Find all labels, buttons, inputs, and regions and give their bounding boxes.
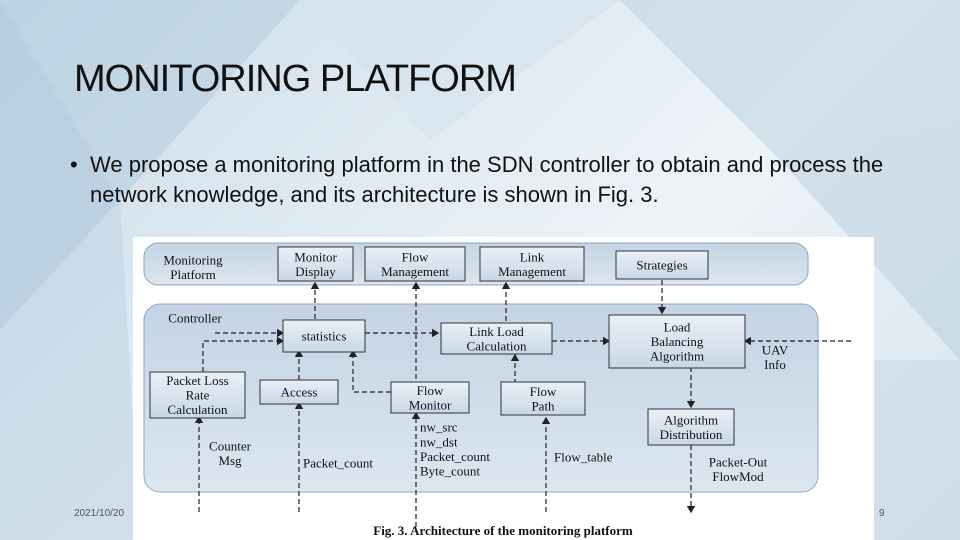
bullet-text: We propose a monitoring platform in the … <box>90 152 884 207</box>
load-balancing-algorithm-box <box>608 314 746 369</box>
flow-management-box <box>364 246 466 282</box>
statistics-label: statistics <box>302 329 347 344</box>
statistics-box <box>282 319 366 353</box>
connector-lines <box>194 280 851 527</box>
figure-caption: Fig. 3. Architecture of the monitoring p… <box>373 523 633 538</box>
packet-count-text: Packet_count <box>303 456 373 471</box>
footer-date: 2021/10/20 <box>74 508 125 519</box>
slide-number: 9 <box>879 508 885 519</box>
bullet-marker: • <box>70 152 78 177</box>
flow-monitor-box <box>390 381 470 414</box>
strategies-label: Strategies <box>636 258 687 273</box>
bullet-point: • We propose a monitoring platform in th… <box>70 150 890 210</box>
controller-title: Controller <box>168 311 222 326</box>
access-label: Access <box>281 385 318 400</box>
strategies-box <box>615 250 709 280</box>
link-management-box <box>479 246 585 282</box>
access-box <box>259 379 339 405</box>
flow-path-box <box>500 381 586 416</box>
algorithm-distribution-box <box>647 408 735 446</box>
slide-title: MONITORING PLATFORM <box>74 58 517 100</box>
flow-table-text: Flow_table <box>554 450 613 465</box>
packet-loss-rate-calculation-box <box>149 371 246 419</box>
monitor-display-box <box>277 246 354 282</box>
link-load-calculation-box <box>440 322 553 355</box>
